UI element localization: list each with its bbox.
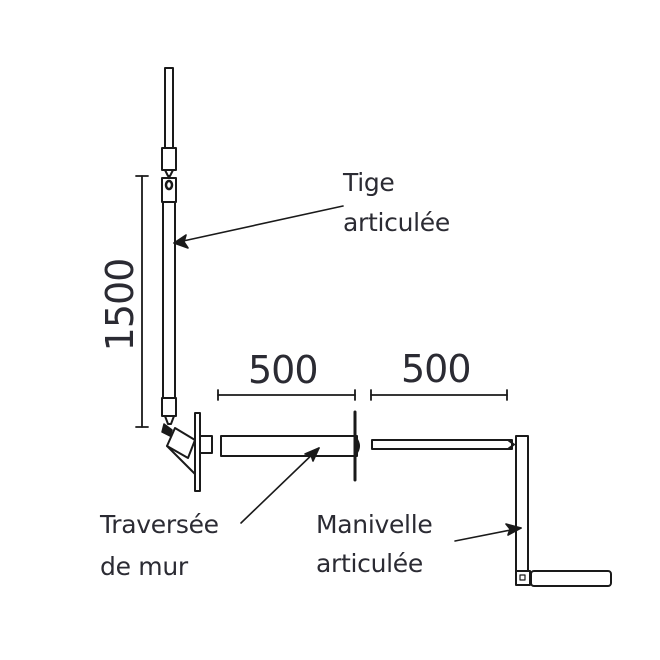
dimension-label-passthrough: 500 [248,348,319,392]
articulated-rod [161,67,177,437]
wall-bracket [166,412,213,492]
leader-arrow-manivelle [454,523,522,542]
dimension-line-crank [370,389,508,401]
dimension-line-vertical [135,175,149,428]
wall-passthrough-tube [220,410,360,482]
leader-arrow-tige [173,205,344,249]
crank-shaft [371,439,515,450]
dimension-line-passthrough [217,389,356,401]
leader-arrow-traversee [240,447,320,524]
dimension-label-crank: 500 [401,347,472,391]
label-traversee-line1: Traversée [100,510,219,539]
label-manivelle-line1: Manivelle [316,510,433,539]
dimension-label-1500: 1500 [98,258,142,352]
label-tige-line2: articulée [343,208,450,237]
label-manivelle-line2: articulée [316,549,423,578]
label-traversee-line2: de mur [100,552,188,581]
crank-arm [515,435,612,587]
label-tige-line1: Tige [343,168,395,197]
